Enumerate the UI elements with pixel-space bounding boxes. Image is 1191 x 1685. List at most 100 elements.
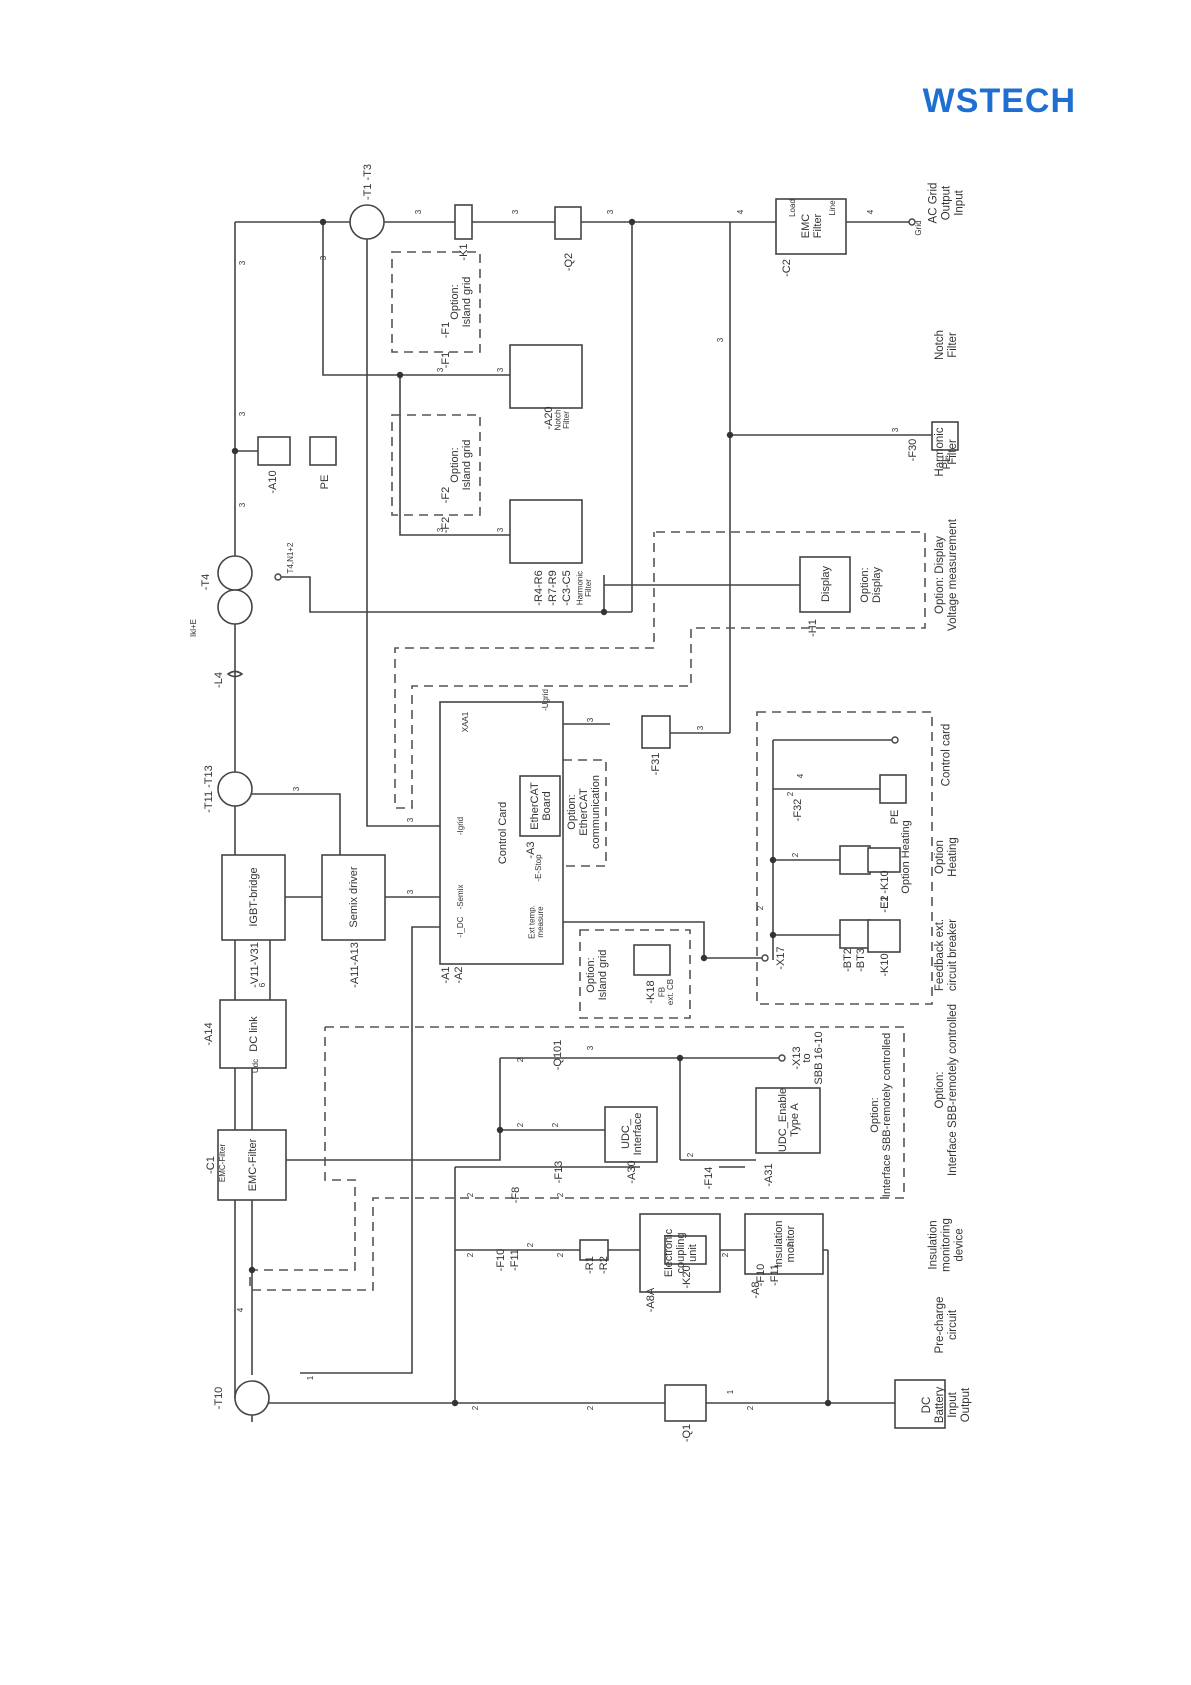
wire-count-n-3b-line-0: 3 xyxy=(511,209,520,214)
pin-label-ext-temp-line-1: measure xyxy=(536,906,545,938)
block-label-display-h1-line-0: Display xyxy=(820,565,832,602)
pin-label-semix-line-0: -Semix xyxy=(456,885,465,910)
wire-count-n-3r-line-0: 3 xyxy=(406,889,415,894)
block-label-emc-filter-c2-line-0: EMC xyxy=(800,214,812,239)
designator-f11-top: -F11 xyxy=(509,1249,521,1271)
designator-f10-bot-line-0: -F10 xyxy=(755,1264,767,1287)
column-label-insulation: Insulationmonitoringdevice xyxy=(928,1218,966,1272)
wire-count-n-2i-line-0: 2 xyxy=(556,1192,565,1197)
column-label-precharge: Pre-chargecircuit xyxy=(934,1297,959,1354)
designator-a31-line-0: -A31 xyxy=(763,1163,775,1186)
block-udc-interface xyxy=(604,1106,658,1163)
designator-f11-top-line-0: -F11 xyxy=(509,1249,521,1271)
column-label-control-card-line-0: Control card xyxy=(941,724,953,787)
block-label-ethercat-board-line-0: EtherCAT xyxy=(529,782,541,830)
designator-r4-r6: -R4-R6 xyxy=(533,570,545,605)
designator-t11-t13: -T11 -T13 xyxy=(203,765,215,812)
wire-count-n-4a: 4 xyxy=(736,209,745,214)
pin-label-estop-line-0: -E-Stop xyxy=(534,854,543,882)
wire-count-n-3p: 3 xyxy=(292,786,301,791)
pin-label-c2-load: Load xyxy=(788,199,797,217)
wire-count-n-1b: 1 xyxy=(726,1389,735,1394)
designator-a10-line-0: -A10 xyxy=(267,470,279,493)
column-label-dc-battery: DCBatteryInputOutput xyxy=(921,1387,972,1424)
block-display xyxy=(799,556,851,613)
block-label-emc-filter-c1: EMC-Filter xyxy=(247,1138,259,1191)
option-label-opt-display-line-1: Display xyxy=(871,566,883,603)
pin-label-a20-sub: NotchFilter xyxy=(554,410,572,431)
designator-a1: -A1 xyxy=(440,966,452,983)
q1-breaker xyxy=(664,1384,707,1422)
wire-count-n-2q: 2 xyxy=(471,1405,480,1410)
wire-count-n-2c-line-0: 2 xyxy=(756,905,765,910)
designator-f14: -F14 xyxy=(703,1167,715,1190)
pin-label-ext-temp: Ext temp.measure xyxy=(528,905,546,939)
bt2-switch xyxy=(839,919,871,949)
wire-count-n-4b-line-0: 4 xyxy=(866,209,875,214)
block-semix xyxy=(321,854,386,941)
designator-k10-heat-line-0: -K10 xyxy=(879,870,891,893)
block-label-control-card-main: Control Card xyxy=(497,802,509,864)
wire-count-n-4d: 4 xyxy=(236,1307,245,1312)
pe-a10-box xyxy=(309,436,337,466)
designator-f14-line-0: -F14 xyxy=(703,1167,715,1190)
designator-t4-line-0: -T4 xyxy=(200,574,212,591)
designator-f10-top-line-0: -F10 xyxy=(495,1249,507,1272)
block-harmonic-filter xyxy=(509,499,583,564)
wire-count-n-2a: 2 xyxy=(786,791,795,796)
column-label-option-heating-line-1: Heating xyxy=(947,837,959,877)
designator-a2-line-0: -A2 xyxy=(453,966,465,983)
block-label-semix-driver: Semix driver xyxy=(348,866,360,927)
option-label-opt-ethercat: Option:EtherCATcommunication xyxy=(566,775,602,849)
designator-to-sbb-line-0: to xyxy=(801,1053,813,1062)
wire-count-n-3j: 3 xyxy=(238,502,247,507)
designator-f30: -F30 xyxy=(907,439,919,462)
option-label-opt-display-line-0: Option: xyxy=(859,567,871,602)
column-label-insulation-line-0: Insulation xyxy=(928,1220,940,1269)
pin-label-k18-sub-line-1: ext. CB xyxy=(666,979,675,1005)
block-label-ethercat-board: EtherCATBoard xyxy=(529,782,553,830)
wire-count-n-3a: 3 xyxy=(414,209,423,214)
pin-label-t4-pin: T4,N1+2 xyxy=(286,542,295,573)
designator-f31-line-0: -F31 xyxy=(650,753,662,776)
designator-c3-c5: -C3-C5 xyxy=(561,570,573,605)
wire-count-n-3m: 3 xyxy=(891,427,900,432)
block-label-udc-interface: UDC_Interface xyxy=(620,1113,644,1156)
wire-count-n-4d-line-0: 4 xyxy=(236,1307,245,1312)
designator-q2-line-0: -Q2 xyxy=(563,253,575,271)
column-label-feedback-cb-line-1: circuit breaker xyxy=(947,919,959,991)
wire-count-n-3r: 3 xyxy=(406,889,415,894)
pin-label-c2-line: Line xyxy=(828,200,837,216)
wire-count-n-3b: 3 xyxy=(511,209,520,214)
designator-r2-line-0: -R2 xyxy=(598,1256,610,1274)
wire-count-n-3f: 3 xyxy=(436,367,445,372)
wire-count-n-2o: 2 xyxy=(586,1405,595,1410)
column-label-notch-filter: NotchFilter xyxy=(934,330,959,360)
designator-a2: -A2 xyxy=(453,966,465,983)
wire-count-n-3m-line-0: 3 xyxy=(891,427,900,432)
wire-count-n-2d-line-0: 2 xyxy=(516,1057,525,1062)
designator-f8-line-0: -F8 xyxy=(510,1187,522,1204)
k20-contactor xyxy=(664,1235,707,1265)
option-label-opt-island-k18-line-0: Option: xyxy=(585,957,597,992)
wire-count-n-3k-line-0: 3 xyxy=(238,411,247,416)
wire-count-n-3n: 3 xyxy=(586,717,595,722)
designator-a14: -A14 xyxy=(203,1022,215,1045)
wire-count-n-2d: 2 xyxy=(516,1057,525,1062)
block-label-dc-link-line-0: DC link xyxy=(248,1016,260,1052)
wire-count-n-2m: 2 xyxy=(721,1252,730,1257)
a10-capacitor xyxy=(257,436,291,466)
pin-label-t4-pin-line-0: T4,N1+2 xyxy=(286,542,295,573)
designator-k10-fb-line-0: -K10 xyxy=(879,953,891,976)
designator-f30-line-0: -F30 xyxy=(907,439,919,462)
designator-r2: -R2 xyxy=(598,1256,610,1274)
designator-f32: -F32 xyxy=(792,799,804,822)
designator-bt2-line-0: -BT2 xyxy=(842,948,854,972)
designator-a10: -A10 xyxy=(267,470,279,493)
wire-count-n-2f: 2 xyxy=(551,1122,560,1127)
pin-label-ugrid-top: -Ugrid xyxy=(541,689,550,711)
designator-f13: -F13 xyxy=(553,1161,565,1184)
pin-label-t4-pin2: Ikl+E xyxy=(189,619,198,637)
wire-count-n-2g: 2 xyxy=(686,1152,695,1157)
block-label-coupling-unit-line-0: Electronic xyxy=(663,1228,675,1277)
